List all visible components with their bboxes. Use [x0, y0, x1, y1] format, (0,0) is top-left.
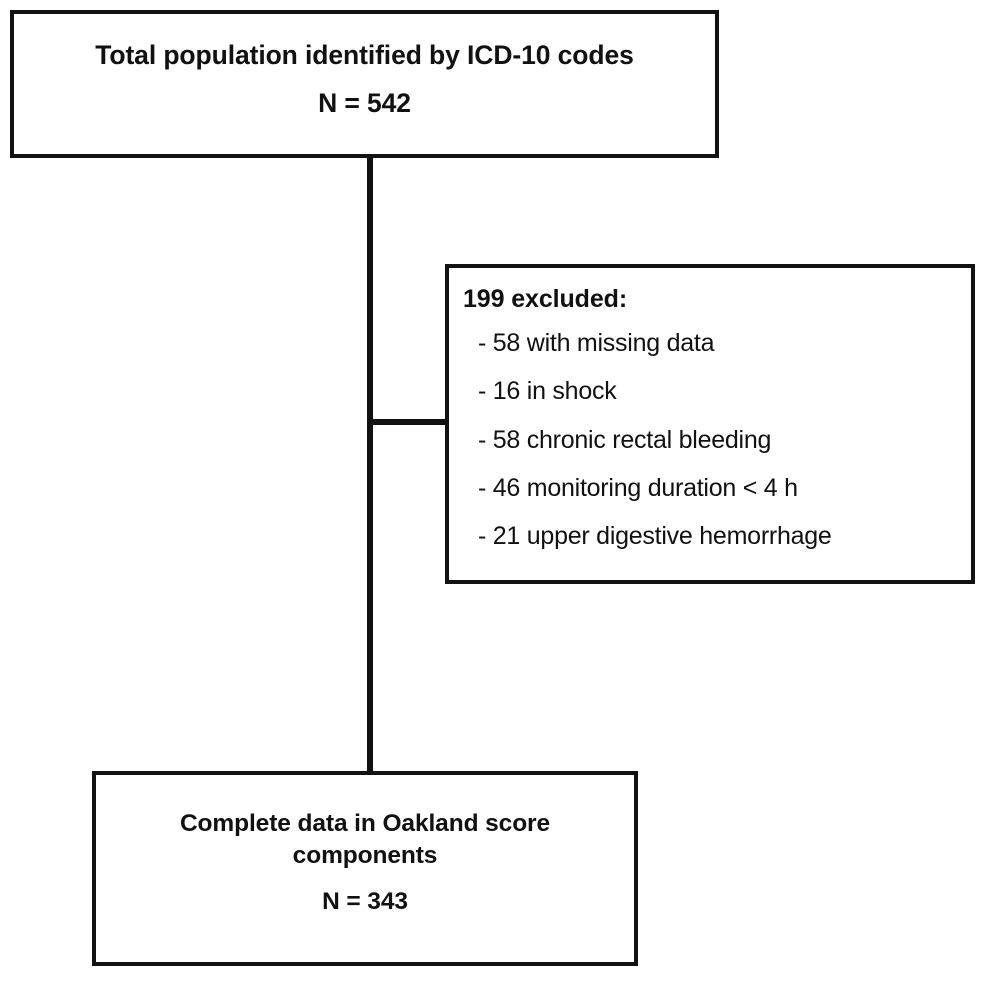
connector-vertical-main: [367, 154, 373, 774]
exclusion-reason-list: - 58 with missing data - 16 in shock - 5…: [463, 328, 963, 552]
node-total-population-count: N = 542: [318, 88, 411, 119]
node-complete-data-count: N = 343: [322, 887, 408, 915]
node-complete-data-title-line2: components: [292, 841, 438, 869]
node-total-population: Total population identified by ICD-10 co…: [10, 10, 719, 158]
node-complete-data-title-line1: Complete data in Oakland score: [179, 810, 551, 837]
node-exclusions: 199 excluded: - 58 with missing data - 1…: [445, 264, 975, 584]
connector-branch-to-excluded: [367, 419, 449, 425]
node-complete-data-text: Complete data in Oakland score component…: [96, 808, 634, 918]
list-item: - 58 with missing data: [478, 329, 715, 357]
node-complete-data: Complete data in Oakland score component…: [92, 771, 638, 966]
list-item: - 46 monitoring duration < 4 h: [478, 473, 798, 502]
list-item: - 16 in shock: [478, 377, 617, 406]
node-total-population-text: Total population identified by ICD-10 co…: [14, 38, 715, 121]
list-item: - 58 chronic rectal bleeding: [478, 425, 772, 454]
node-exclusions-content: 199 excluded: - 58 with missing data - 1…: [463, 284, 963, 552]
list-item: - 21 upper digestive hemorrhage: [478, 522, 832, 550]
node-total-population-title: Total population identified by ICD-10 co…: [95, 40, 634, 70]
node-exclusions-heading: 199 excluded:: [463, 285, 628, 313]
